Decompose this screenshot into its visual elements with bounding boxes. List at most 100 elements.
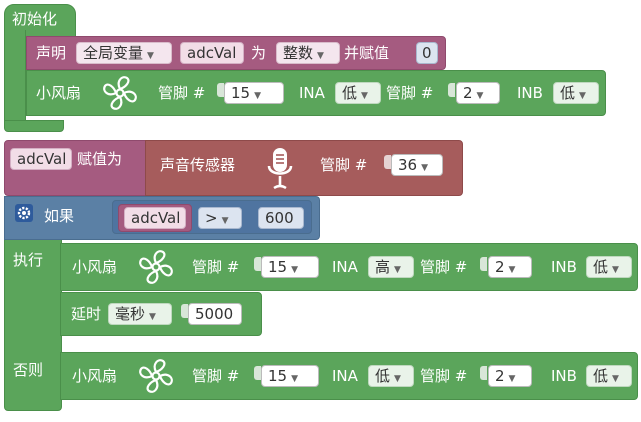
input-socket: [254, 366, 261, 380]
inb-dropdown[interactable]: 低▼: [553, 82, 599, 104]
sensor-pin-input[interactable]: 36▼: [391, 154, 443, 176]
pin-a-input[interactable]: 15▼: [261, 365, 319, 387]
delay-label: 延时: [71, 305, 102, 323]
init-label: 初始化: [12, 10, 58, 28]
input-socket: [217, 83, 224, 97]
assign-value-label: 并赋值: [344, 44, 390, 62]
dropdown-caret-icon: ▼: [421, 163, 429, 173]
assign-label: 赋值为: [77, 150, 123, 168]
inb-dropdown[interactable]: 低▼: [586, 256, 632, 278]
delay-unit-dropdown[interactable]: 毫秒▼: [108, 303, 172, 325]
pin-b-input[interactable]: 2▼: [488, 256, 532, 278]
ina-value: 低: [375, 367, 391, 385]
dropdown-caret-icon: ▼: [612, 374, 619, 384]
pin-b-input[interactable]: 2▼: [456, 82, 500, 104]
inb-dropdown[interactable]: 低▼: [586, 365, 632, 387]
fan-label: 小风扇: [72, 367, 118, 385]
dropdown-caret-icon: ▼: [317, 51, 324, 61]
if-label: 如果: [44, 207, 75, 225]
declare-value-input[interactable]: 0: [416, 42, 438, 64]
fan-icon: [139, 250, 173, 284]
dropdown-caret-icon: ▼: [291, 374, 299, 384]
inb-label: INB: [517, 84, 543, 102]
pin-a-input[interactable]: 15▼: [261, 256, 319, 278]
type-value: 整数: [283, 44, 314, 62]
ina-label: INA: [299, 84, 325, 102]
ina-value: 低: [342, 84, 358, 102]
inb-label: INB: [551, 367, 577, 385]
pin-b-value: 2: [495, 367, 505, 385]
ina-dropdown[interactable]: 高▼: [368, 256, 414, 278]
declare-label: 声明: [36, 44, 67, 62]
inb-label: INB: [551, 258, 577, 276]
sound-sensor-label: 声音传感器: [160, 156, 236, 174]
pin-a-value: 15: [268, 258, 288, 276]
input-socket: [384, 155, 391, 169]
pin-b-value: 2: [495, 258, 505, 276]
compare-value-input[interactable]: 600: [258, 207, 304, 229]
ina-dropdown[interactable]: 低▼: [368, 365, 414, 387]
dropdown-caret-icon: ▼: [291, 265, 299, 275]
scope-dropdown[interactable]: 全局变量▼: [76, 42, 172, 64]
as-label: 为: [251, 44, 267, 62]
dropdown-caret-icon: ▼: [508, 374, 516, 384]
fan-block-else[interactable]: [60, 352, 638, 400]
pin-label: 管脚 #: [192, 258, 240, 276]
var-name-field[interactable]: adcVal: [180, 42, 244, 64]
pin-a-value: 15: [231, 84, 251, 102]
input-socket: [480, 257, 487, 271]
fan-label: 小风扇: [36, 84, 82, 102]
dropdown-caret-icon: ▼: [579, 91, 586, 101]
scope-value: 全局变量: [83, 44, 144, 62]
fan-block-then[interactable]: [60, 243, 638, 291]
do-label: 执行: [13, 251, 44, 269]
delay-unit-value: 毫秒: [115, 305, 146, 323]
dropdown-caret-icon: ▼: [612, 265, 619, 275]
dropdown-caret-icon: ▼: [508, 265, 516, 275]
dropdown-caret-icon: ▼: [254, 91, 262, 101]
pin-b-value: 2: [463, 84, 473, 102]
compare-operator-dropdown[interactable]: >▼: [198, 207, 242, 229]
fan-icon: [103, 76, 137, 110]
dropdown-caret-icon: ▼: [361, 91, 368, 101]
inb-value: 低: [560, 84, 576, 102]
input-socket: [448, 83, 455, 97]
input-socket: [254, 257, 261, 271]
ina-dropdown[interactable]: 低▼: [335, 82, 381, 104]
pin-label-b: 管脚 #: [420, 258, 468, 276]
ina-label: INA: [332, 258, 358, 276]
type-dropdown[interactable]: 整数▼: [276, 42, 340, 64]
dropdown-caret-icon: ▼: [476, 91, 484, 101]
dropdown-caret-icon: ▼: [394, 374, 401, 384]
init-block-footer: [4, 120, 64, 132]
else-label: 否则: [13, 361, 44, 379]
delay-value-input[interactable]: 5000: [188, 303, 242, 325]
pin-label-b: 管脚 #: [386, 84, 434, 102]
pin-a-value: 15: [268, 367, 288, 385]
compare-operator-value: >: [205, 209, 218, 227]
init-block-body: [4, 30, 26, 128]
dropdown-caret-icon: ▼: [149, 312, 156, 322]
pin-b-input[interactable]: 2▼: [488, 365, 532, 387]
dropdown-caret-icon: ▼: [147, 51, 154, 61]
input-socket: [480, 366, 487, 380]
compare-var[interactable]: adcVal: [124, 207, 186, 229]
fan-label: 小风扇: [72, 258, 118, 276]
ina-value: 高: [375, 258, 391, 276]
dropdown-caret-icon: ▼: [221, 216, 229, 226]
inb-value: 低: [593, 258, 609, 276]
ina-label: INA: [332, 367, 358, 385]
pin-label: 管脚 #: [158, 84, 206, 102]
inb-value: 低: [593, 367, 609, 385]
pin-a-input[interactable]: 15▼: [224, 82, 284, 104]
input-socket: [181, 304, 188, 318]
assign-var[interactable]: adcVal: [10, 148, 72, 170]
fan-icon: [139, 359, 173, 393]
gear-icon[interactable]: [15, 204, 33, 222]
dropdown-caret-icon: ▼: [394, 265, 401, 275]
microphone-icon: [267, 148, 293, 190]
pin-label: 管脚 #: [192, 367, 240, 385]
pin-label-b: 管脚 #: [420, 367, 468, 385]
sensor-pin-label: 管脚 #: [320, 156, 368, 174]
sensor-pin-value: 36: [398, 156, 418, 174]
